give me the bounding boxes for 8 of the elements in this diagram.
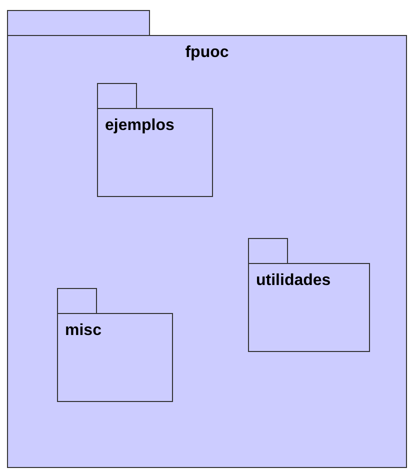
- package-name: fpuoc: [185, 43, 229, 63]
- uml-package: [57, 288, 173, 402]
- package-name: utilidades: [256, 271, 331, 291]
- package-name: ejemplos: [105, 116, 174, 136]
- uml-package: [97, 83, 213, 197]
- package-name: misc: [65, 321, 102, 341]
- uml-package: [248, 238, 370, 352]
- uml-package: [7, 10, 407, 468]
